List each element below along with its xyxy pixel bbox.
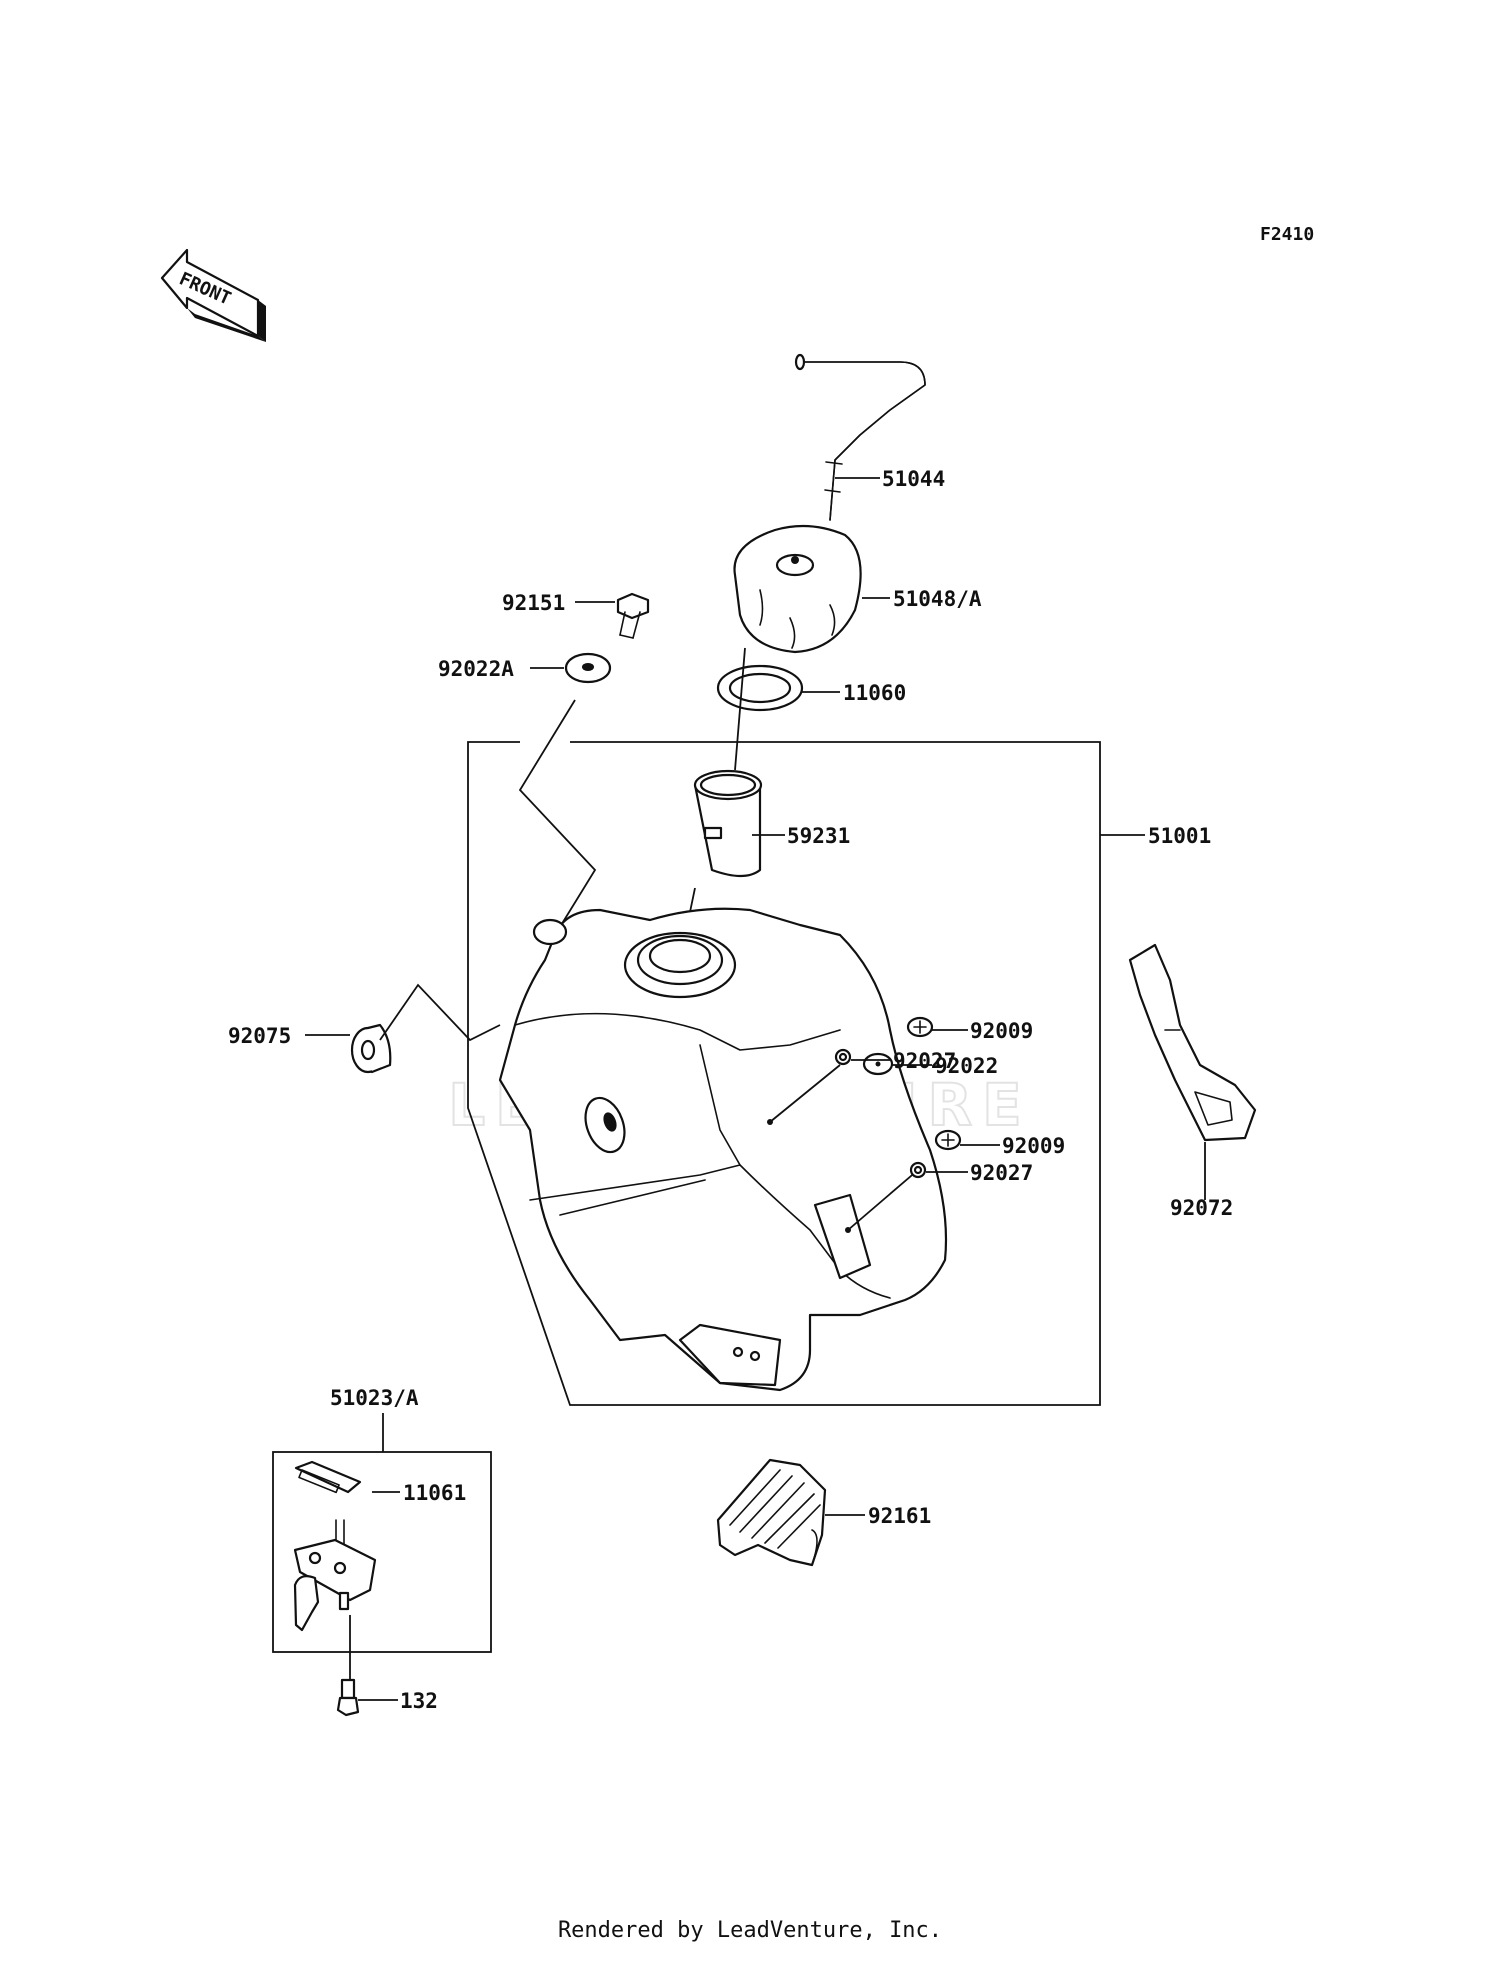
label-132: 132 xyxy=(400,1689,438,1713)
label-92009b: 92009 xyxy=(1002,1134,1065,1158)
collar-icon xyxy=(834,1048,852,1066)
label-59231: 59231 xyxy=(787,824,850,848)
label-51044: 51044 xyxy=(882,467,945,491)
label-92075: 92075 xyxy=(228,1024,291,1048)
screw-icon-b xyxy=(934,1129,962,1151)
label-51048a: 51048/A xyxy=(893,587,982,611)
screw-icon xyxy=(906,1016,934,1038)
grommet-icon xyxy=(350,1023,392,1074)
footer-credit: Rendered by LeadVenture, Inc. xyxy=(557,1918,943,1943)
fuel-cap-icon xyxy=(733,524,862,654)
washer-icon xyxy=(564,652,612,684)
label-92027a: 92027 xyxy=(893,1049,956,1073)
protector-icon xyxy=(716,1458,827,1567)
figure-code: F2410 xyxy=(1260,224,1314,245)
fuel-filter-icon xyxy=(693,769,763,878)
fuel-tank-icon xyxy=(498,907,948,1392)
label-92072: 92072 xyxy=(1170,1196,1233,1220)
bolt-icon xyxy=(616,592,650,639)
label-51001: 51001 xyxy=(1148,824,1211,848)
label-92022a: 92022A xyxy=(438,657,514,681)
label-11060: 11060 xyxy=(843,681,906,705)
cap-gasket-icon xyxy=(716,664,804,712)
strap-icon xyxy=(1128,943,1257,1142)
vent-hose-icon xyxy=(794,353,926,521)
fuel-cock-icon xyxy=(293,1460,377,1632)
front-arrow-icon: FRONT xyxy=(160,248,266,342)
label-92022: 92022 xyxy=(935,1054,998,1078)
drain-bolt-icon xyxy=(336,1678,360,1717)
label-11061: 11061 xyxy=(403,1481,466,1505)
label-92027b: 92027 xyxy=(970,1161,1033,1185)
label-51023a: 51023/A xyxy=(330,1386,419,1410)
label-92009a: 92009 xyxy=(970,1019,1033,1043)
small-washer-icon xyxy=(862,1052,894,1076)
label-92151: 92151 xyxy=(502,591,565,615)
collar-icon-b xyxy=(909,1161,927,1179)
label-92161: 92161 xyxy=(868,1504,931,1528)
